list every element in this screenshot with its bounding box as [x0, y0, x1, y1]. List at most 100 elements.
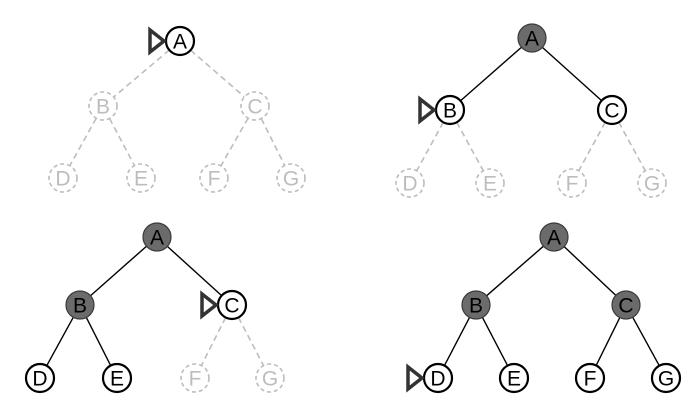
- node-circle: [611, 290, 641, 320]
- node-B: B: [65, 290, 95, 320]
- edge-C-G: [260, 118, 286, 166]
- node-label: B: [96, 96, 110, 119]
- node-circle: [65, 290, 95, 320]
- edge-B-E: [108, 118, 136, 166]
- node-B: B: [88, 91, 118, 121]
- node-circle: [498, 362, 530, 394]
- node-circle: [574, 362, 606, 394]
- edge-C-F: [200, 317, 227, 366]
- node-F: F: [574, 362, 606, 394]
- node-label: B: [469, 295, 483, 318]
- node-F: F: [199, 163, 229, 193]
- node-E: E: [126, 163, 156, 193]
- node-circle: [276, 163, 306, 193]
- edge-C-F: [595, 317, 621, 366]
- node-circle: [557, 168, 587, 198]
- node-label: D: [32, 368, 47, 391]
- node-F: F: [180, 363, 210, 393]
- node-D: D: [422, 362, 454, 394]
- node-B: B: [461, 290, 491, 320]
- node-A: A: [517, 23, 547, 53]
- pointer-triangle-icon: [200, 290, 219, 320]
- node-label: D: [402, 173, 417, 196]
- node-G: G: [637, 168, 667, 198]
- panel-1: A B C D E F G: [48, 25, 306, 193]
- edge-B-D: [416, 121, 444, 172]
- pointer-triangle-icon: [418, 95, 437, 125]
- node-circle: [637, 168, 667, 198]
- node-label: A: [525, 28, 539, 51]
- node-label: C: [618, 295, 633, 318]
- edge-A-B: [90, 245, 147, 297]
- edge-A-C: [190, 49, 245, 98]
- pointer-triangle-icon: [148, 26, 167, 56]
- node-circle: [126, 163, 156, 193]
- node-label: C: [224, 295, 239, 318]
- node-label: B: [443, 100, 457, 123]
- edge-B-E: [481, 317, 509, 366]
- edge-A-B: [486, 245, 544, 297]
- panel-4: A B C D E F G: [406, 222, 682, 394]
- edge-A-C: [166, 245, 223, 297]
- node-circle: [461, 290, 491, 320]
- node-circle: [240, 91, 270, 121]
- node-C: C: [216, 289, 248, 321]
- node-circle: [517, 23, 547, 53]
- node-label: B: [73, 295, 87, 318]
- node-label: D: [55, 168, 70, 191]
- node-label: A: [547, 227, 561, 250]
- edge-A-B: [460, 46, 522, 102]
- node-label: C: [247, 96, 262, 119]
- pointer-triangle-icon: [406, 363, 425, 393]
- node-A: A: [164, 25, 196, 57]
- node-G: G: [276, 163, 306, 193]
- node-circle: [101, 362, 133, 394]
- edge-A-C: [541, 46, 603, 102]
- node-label: C: [604, 100, 619, 123]
- node-label: E: [110, 368, 124, 391]
- edge-C-F: [578, 121, 606, 172]
- node-label: F: [566, 173, 579, 196]
- node-circle: [48, 163, 78, 193]
- node-label: A: [173, 31, 187, 54]
- node-label: E: [483, 173, 497, 196]
- node-label: A: [150, 227, 164, 250]
- node-G: G: [255, 363, 285, 393]
- node-circle: [650, 362, 682, 394]
- node-D: D: [395, 168, 425, 198]
- node-label: G: [283, 168, 299, 191]
- edge-B-E: [85, 317, 112, 366]
- node-C: C: [611, 290, 641, 320]
- edge-C-G: [618, 121, 646, 172]
- node-label: F: [584, 368, 597, 391]
- node-label: G: [644, 173, 660, 196]
- node-C: C: [240, 91, 270, 121]
- node-label: E: [134, 168, 148, 191]
- node-label: G: [658, 368, 674, 391]
- node-circle: [199, 163, 229, 193]
- node-D: D: [48, 163, 78, 193]
- node-circle: [475, 168, 505, 198]
- node-circle: [596, 94, 628, 126]
- node-A: A: [539, 222, 569, 252]
- node-circle: [24, 362, 56, 394]
- edge-B-D: [443, 317, 471, 366]
- node-circle: [88, 91, 118, 121]
- node-G: G: [650, 362, 682, 394]
- node-C: C: [596, 94, 628, 126]
- node-label: E: [507, 368, 521, 391]
- node-D: D: [24, 362, 56, 394]
- node-label: F: [189, 368, 202, 391]
- edge-B-E: [456, 121, 484, 172]
- node-E: E: [475, 168, 505, 198]
- edge-C-G: [632, 316, 660, 367]
- node-circle: [255, 363, 285, 393]
- node-B: B: [434, 94, 466, 126]
- panel-3: A B C D E F G: [24, 222, 285, 394]
- node-circle: [395, 168, 425, 198]
- node-A: A: [142, 222, 172, 252]
- edge-C-F: [220, 117, 249, 167]
- panel-2: A B C D E F G: [395, 23, 667, 198]
- edge-A-B: [113, 49, 170, 98]
